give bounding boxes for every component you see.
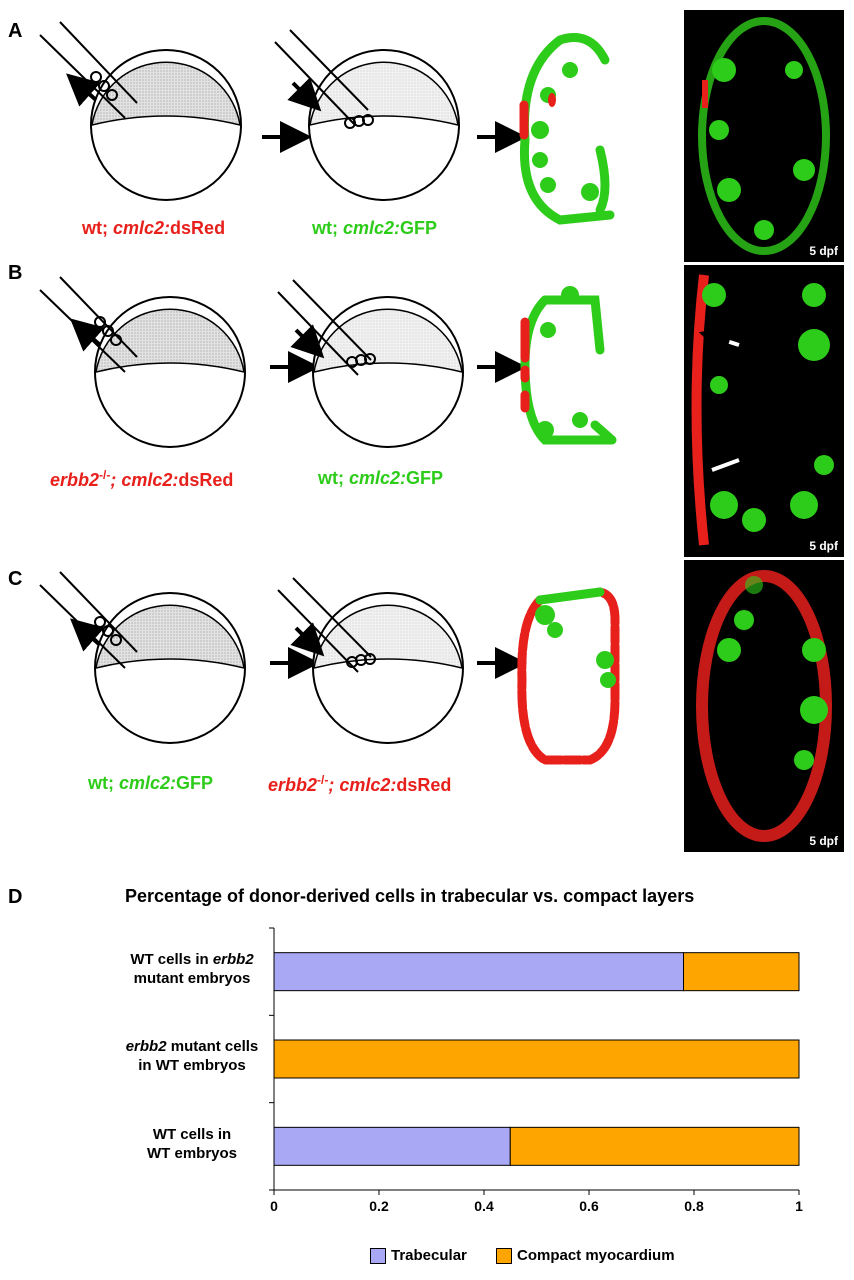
micrograph-b-image [691, 274, 834, 546]
legend-compact: Compact myocardium [496, 1247, 675, 1264]
micrograph-c-image [696, 570, 832, 842]
x-tick-label-5: 1 [795, 1198, 803, 1214]
bar-trabecular-0 [273, 952, 684, 992]
heart-schematic-a [519, 33, 615, 225]
stage-label-a: 5 dpf [809, 244, 838, 258]
host-embryo-b [277, 279, 464, 448]
micrograph-c: 5 dpf [684, 560, 844, 852]
panel-letter-c: C [8, 568, 23, 590]
x-tick-label-0: 0 [270, 1198, 278, 1214]
donor-embryo-a [39, 21, 242, 201]
host-genotype-a: wt; cmlc2:GFP [312, 218, 438, 238]
micrograph-a-image [698, 17, 830, 255]
donor-genotype-c: wt; cmlc2:GFP [88, 773, 214, 793]
host-embryo-a [274, 29, 460, 201]
host-genotype-b: wt; cmlc2:GFP [318, 468, 444, 488]
x-tick-label-1: 0.2 [369, 1198, 389, 1214]
bar-trabecular-2 [273, 1126, 511, 1166]
panel-letter-b: B [8, 262, 23, 284]
x-tick-label-3: 0.6 [579, 1198, 599, 1214]
chart-title: Percentage of donor-derived cells in tra… [125, 886, 695, 906]
legend-swatch-compact [496, 1247, 512, 1264]
legend-swatch-trabecular [370, 1247, 386, 1264]
bar-compact-myocardium-2 [509, 1126, 800, 1166]
host-embryo-c [277, 577, 464, 744]
donor-genotype-a: wt; cmlc2:dsRed [82, 218, 226, 238]
heart-schematic-b [520, 286, 617, 445]
micrograph-a: 5 dpf [684, 10, 844, 262]
transplant-schematic [39, 21, 620, 765]
stage-label-c: 5 dpf [809, 834, 838, 848]
legend-trabecular: Trabecular [370, 1247, 467, 1264]
donor-embryo-b [39, 276, 246, 448]
bar-compact-myocardium-1 [273, 1039, 800, 1079]
heart-schematic-c [517, 587, 620, 765]
donor-genotype-b: erbb2-/-; cmlc2:dsRed [50, 468, 234, 490]
host-genotype-c: erbb2-/-; cmlc2:dsRed [268, 773, 452, 795]
micrograph-b: 5 dpf [684, 265, 844, 557]
x-tick-label-4: 0.8 [684, 1198, 704, 1214]
donor-embryo-c [39, 571, 246, 744]
panel-letter-d: D [8, 886, 23, 908]
panel-letter-a: A [8, 20, 23, 42]
bar-compact-myocardium-0 [683, 952, 800, 992]
x-tick-label-2: 0.4 [474, 1198, 494, 1214]
stage-label-b: 5 dpf [809, 539, 838, 553]
